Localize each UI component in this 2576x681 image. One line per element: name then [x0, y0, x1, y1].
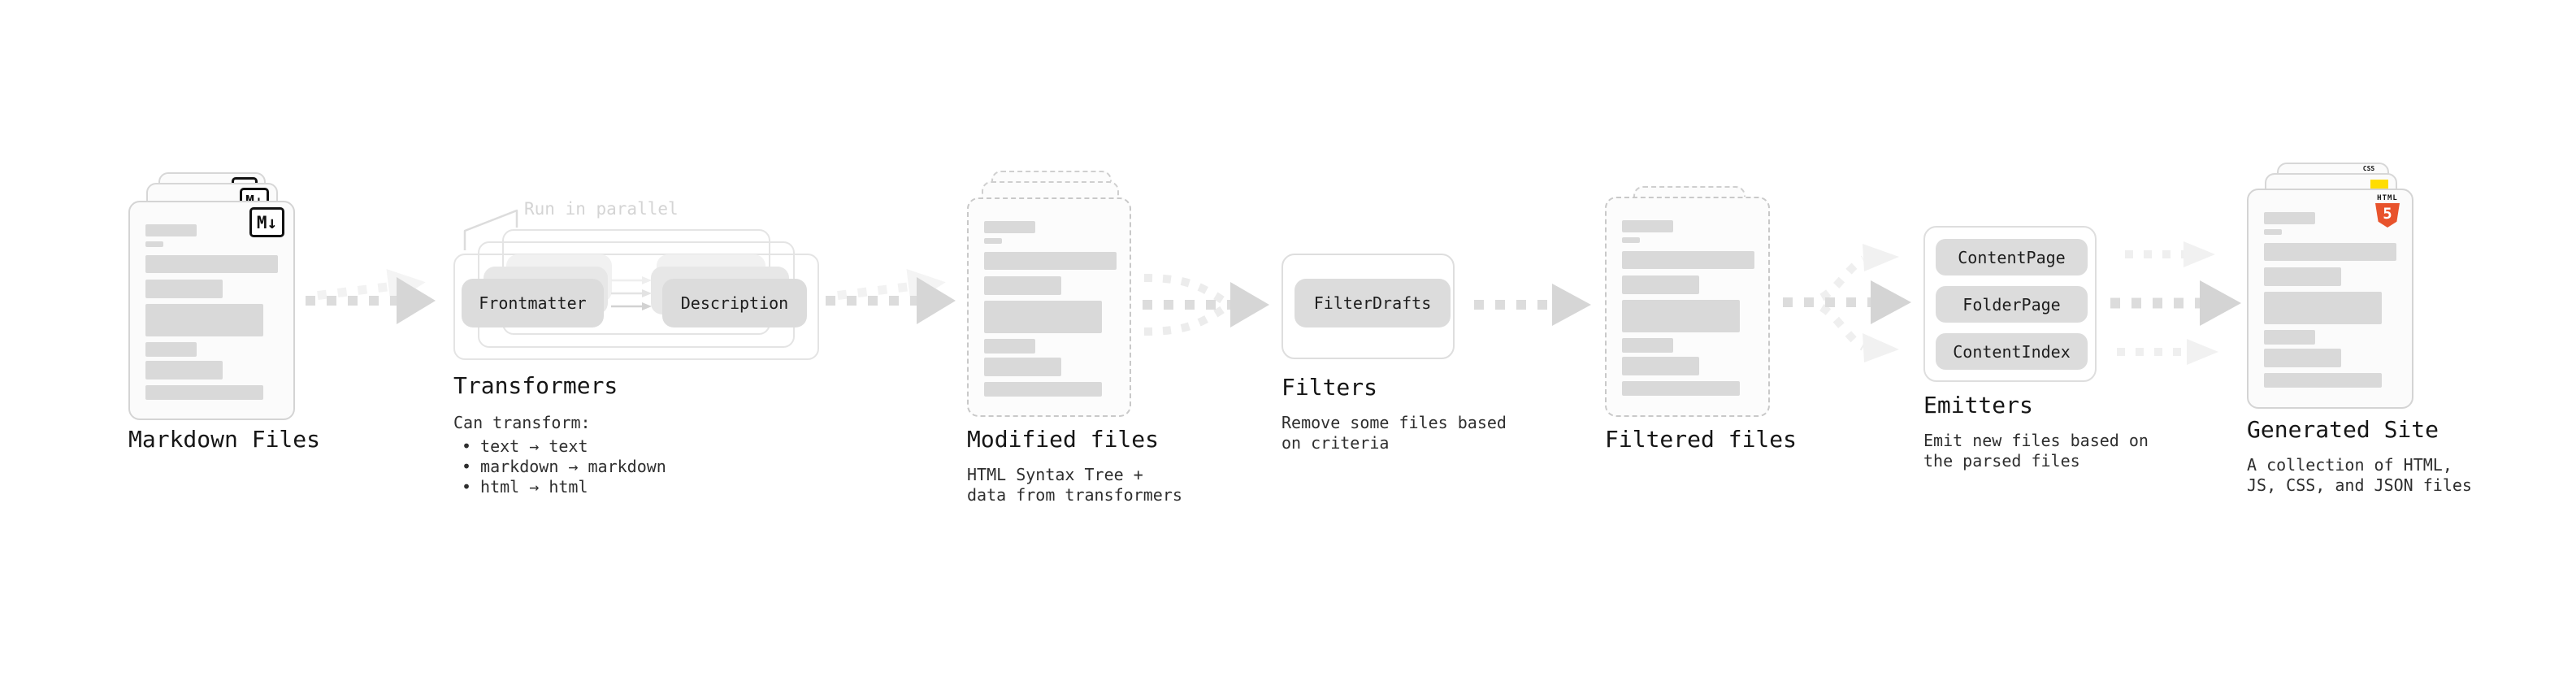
contentindex-node: ContentIndex	[1936, 333, 2088, 370]
bullet-text: markdown → markdown	[480, 456, 666, 476]
placeholder-text-bar	[145, 224, 197, 236]
emitters-description: Emit new files based on the parsed files	[1923, 431, 2149, 471]
placeholder-text-bar	[145, 385, 263, 400]
placeholder-text-bar	[2264, 373, 2382, 388]
markdown-icon: M↓	[249, 207, 284, 237]
placeholder-text-bar	[2264, 229, 2282, 235]
stage-label-generated-site: Generated Site	[2247, 416, 2439, 443]
placeholder-text-bar	[984, 301, 1102, 333]
site-doc-front: HTML 5	[2247, 189, 2413, 409]
bullet-text: html → html	[480, 476, 588, 497]
bullet-item: • html → html	[462, 476, 666, 497]
placeholder-text-bar	[984, 221, 1035, 233]
transformers-box-front	[453, 254, 819, 360]
placeholder-text-bar	[2264, 330, 2315, 345]
css-wordmark: CSS	[2362, 165, 2375, 172]
html5-icon: HTML 5	[2373, 194, 2402, 228]
placeholder-text-bar	[1622, 381, 1740, 396]
transformers-bullet-list: • text → text • markdown → markdown • html …	[462, 436, 666, 497]
placeholder-text-bar	[145, 361, 223, 380]
modified-files-description: HTML Syntax Tree + data from transformer…	[967, 465, 1182, 505]
bullet-char: •	[462, 436, 472, 456]
stage-label-modified-files: Modified files	[967, 426, 1160, 453]
placeholder-text-bar	[2264, 243, 2396, 261]
emitters-box: ContentPage FolderPage ContentIndex	[1923, 226, 2097, 382]
stage-label-transformers: Transformers	[453, 372, 618, 399]
arrow-markdown-to-transformers	[306, 268, 436, 324]
bullet-char: •	[462, 476, 472, 497]
filterdrafts-node: FilterDrafts	[1295, 279, 1451, 327]
folderpage-node: FolderPage	[1936, 286, 2088, 323]
bullet-text: text → text	[480, 436, 588, 456]
annotation-leader-line	[463, 209, 518, 250]
annotation-run-in-parallel: Run in parallel	[524, 199, 679, 219]
arrow-filtered-to-emitters	[1783, 244, 1911, 362]
placeholder-text-bar	[145, 255, 278, 273]
placeholder-text-bar	[2264, 267, 2341, 286]
placeholder-text-bar	[984, 382, 1102, 397]
modified-doc-front	[967, 197, 1131, 417]
arrow-modified-to-filters	[1143, 274, 1269, 336]
stage-label-markdown-files: Markdown Files	[128, 426, 321, 453]
placeholder-text-bar	[1622, 300, 1740, 332]
generated-site-description: A collection of HTML, JS, CSS, and JSON …	[2247, 455, 2472, 495]
doc-placeholder-content	[1622, 198, 1754, 396]
bullet-item: • text → text	[462, 436, 666, 456]
placeholder-text-bar	[145, 342, 197, 357]
arrow-emitters-to-site	[2110, 241, 2241, 365]
placeholder-text-bar	[2264, 349, 2341, 367]
frontmatter-node: Frontmatter	[462, 279, 604, 327]
stage-label-filters: Filters	[1281, 374, 1378, 401]
arrow-transformers-to-modified	[826, 268, 956, 324]
markdown-doc-front: M↓	[128, 201, 295, 420]
transformer-parallel-arrows	[611, 276, 652, 310]
filters-description: Remove some files based on criteria	[1281, 413, 1507, 453]
placeholder-text-bar	[1622, 220, 1673, 232]
placeholder-text-bar	[1622, 338, 1673, 353]
placeholder-text-bar	[984, 339, 1035, 354]
html5-wordmark: HTML	[2377, 194, 2398, 202]
placeholder-text-bar	[1622, 251, 1754, 269]
placeholder-text-bar	[984, 252, 1117, 270]
doc-placeholder-content	[2264, 190, 2396, 388]
description-node: Description	[662, 279, 807, 327]
doc-placeholder-content	[984, 199, 1117, 397]
placeholder-text-bar	[145, 304, 263, 336]
placeholder-text-bar	[1622, 357, 1699, 375]
placeholder-text-bar	[1622, 275, 1699, 294]
bullet-char: •	[462, 456, 472, 476]
bullet-item: • markdown → markdown	[462, 456, 666, 476]
placeholder-text-bar	[2264, 292, 2382, 324]
placeholder-text-bar	[2264, 212, 2315, 224]
placeholder-text-bar	[984, 358, 1061, 376]
doc-placeholder-content	[145, 202, 278, 400]
transformers-description: Can transform:	[453, 413, 591, 432]
placeholder-text-bar	[145, 280, 223, 298]
arrow-filters-to-filtered	[1474, 284, 1591, 326]
stage-label-emitters: Emitters	[1923, 392, 2033, 419]
placeholder-text-bar	[1622, 237, 1640, 243]
placeholder-text-bar	[984, 276, 1061, 295]
placeholder-text-bar	[145, 241, 163, 247]
placeholder-text-bar	[984, 238, 1002, 244]
stage-label-filtered-files: Filtered files	[1605, 426, 1798, 453]
contentpage-node: ContentPage	[1936, 239, 2088, 275]
filtered-doc-front	[1605, 197, 1770, 417]
html5-numeral: 5	[2383, 205, 2392, 223]
